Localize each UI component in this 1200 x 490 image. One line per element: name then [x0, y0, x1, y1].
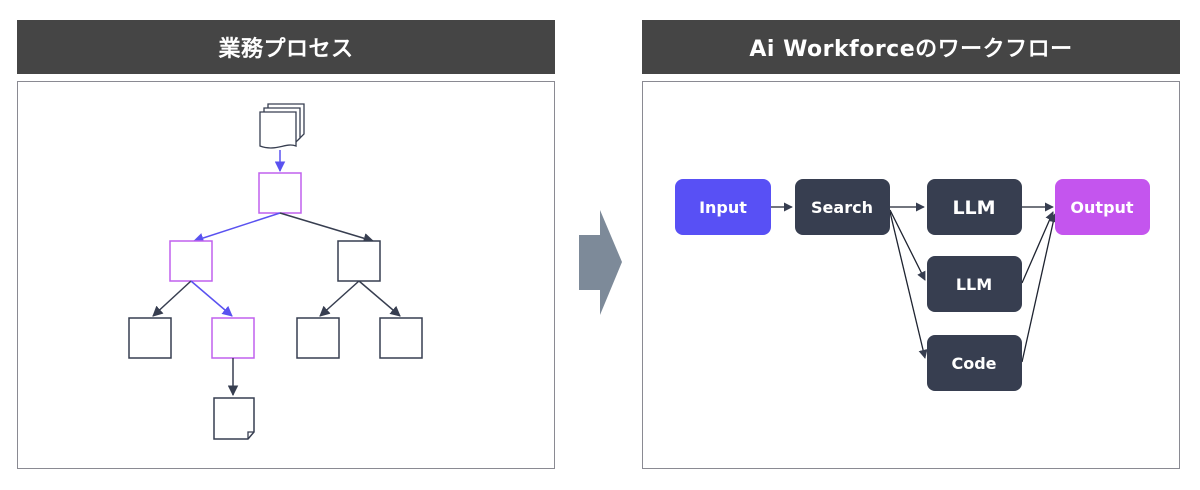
documents-icon [259, 103, 305, 149]
edge-right-to-rl [319, 280, 360, 317]
node-output: Output [1055, 179, 1150, 235]
node-code: Code [927, 335, 1022, 391]
node-input: Input [675, 179, 771, 235]
edge-llm-mid-to-output [1021, 211, 1054, 284]
node-code-label: Code [951, 354, 996, 373]
edge-search-to-code [889, 211, 928, 359]
process-step-root [258, 172, 302, 214]
node-llm-mid: LLM [927, 256, 1022, 312]
node-output-label: Output [1070, 198, 1133, 217]
process-step-rr [379, 317, 423, 359]
node-input-label: Input [699, 198, 747, 217]
output-document-icon [213, 397, 255, 440]
business-process-title: 業務プロセス [218, 37, 354, 62]
edge-left-to-lr [190, 280, 233, 317]
edge-search-to-llm-mid [889, 209, 926, 281]
process-step-right [337, 240, 381, 282]
process-step-rl [296, 317, 340, 359]
process-step-lr [211, 317, 255, 359]
edge-code-to-output [1021, 213, 1058, 363]
workflow-header: Ai Workforceのワークフロー [642, 20, 1180, 74]
process-step-ll [128, 317, 172, 359]
edge-right-to-rr [358, 280, 401, 317]
edge-root-to-right [279, 212, 375, 244]
node-llm-mid-label: LLM [956, 275, 992, 294]
node-llm-top-label: LLM [952, 197, 995, 219]
transform-arrow-icon [579, 210, 622, 315]
workflow-title: Ai Workforceのワークフロー [749, 37, 1073, 62]
business-process-header: 業務プロセス [17, 20, 555, 74]
workflow-panel [642, 81, 1180, 469]
process-step-left [169, 240, 213, 282]
node-llm-top: LLM [927, 179, 1022, 235]
edge-root-to-left [193, 212, 281, 244]
edge-left-to-ll [152, 280, 192, 317]
node-search-label: Search [811, 198, 873, 217]
node-search: Search [795, 179, 890, 235]
